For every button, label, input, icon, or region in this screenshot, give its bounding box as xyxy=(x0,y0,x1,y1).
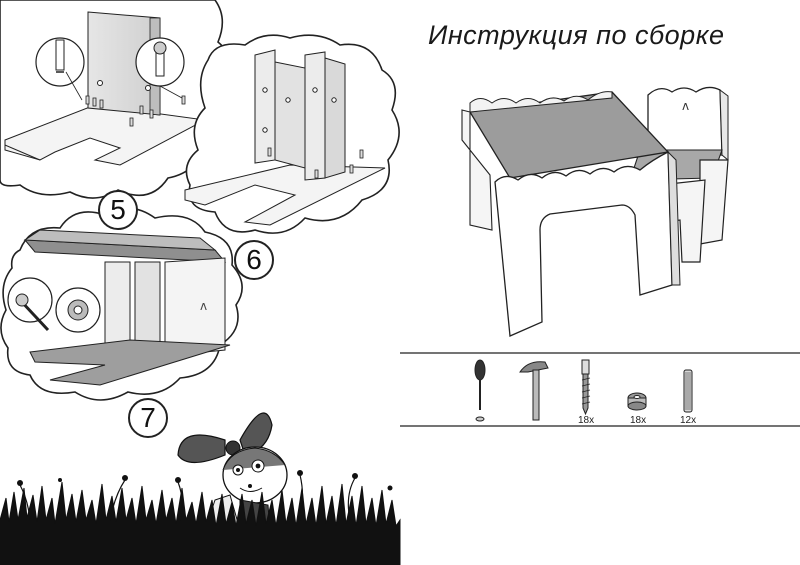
step-7-cloud: ʌ xyxy=(0,207,243,401)
assembled-table-and-chair: ʌ xyxy=(461,86,729,337)
step-number-7: 7 xyxy=(128,398,168,438)
confirmat-screw-icon xyxy=(581,359,591,416)
step-number-6: 6 xyxy=(234,240,274,280)
confirmat-screw-count: 18x xyxy=(578,415,595,426)
step-6-cloud xyxy=(184,34,400,234)
wooden-dowel-count: 12x xyxy=(680,415,697,426)
step-number-5: 5 xyxy=(98,190,138,230)
step-5-cloud xyxy=(0,0,232,199)
svg-text:ʌ: ʌ xyxy=(682,99,689,113)
cam-lock-count: 18x xyxy=(630,415,647,426)
cam-lock-icon xyxy=(627,392,647,411)
tools-strip xyxy=(400,352,800,427)
wooden-dowel-icon xyxy=(683,369,693,413)
page-title: Инструкция по сборке xyxy=(428,20,725,50)
hammer-icon xyxy=(519,361,549,421)
screwdriver-icon xyxy=(474,359,486,422)
grass-silhouette xyxy=(0,470,401,565)
svg-text:ʌ: ʌ xyxy=(200,299,207,313)
